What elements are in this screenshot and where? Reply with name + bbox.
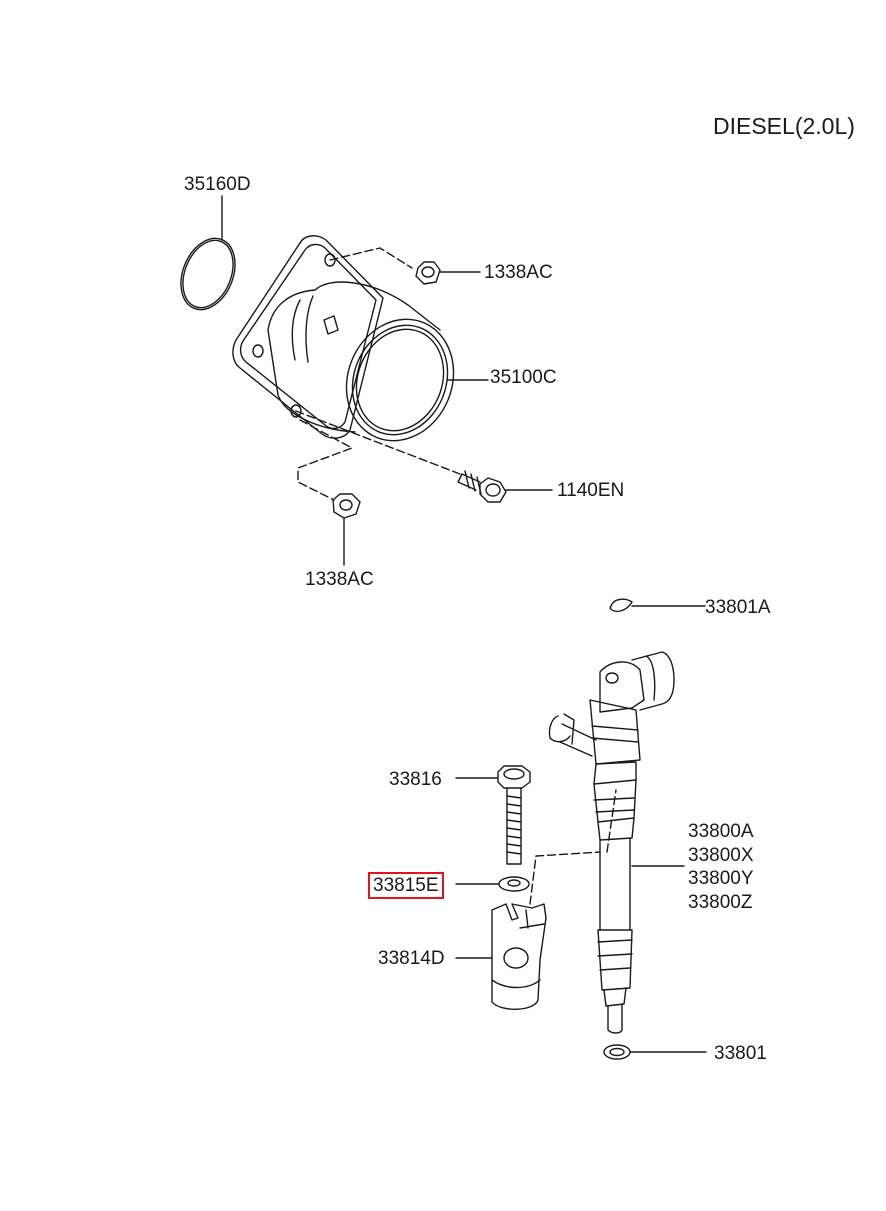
part-label-clamp[interactable]: 33814D xyxy=(378,948,445,969)
injector-drawing xyxy=(548,651,685,1034)
nut-bottom-drawing xyxy=(297,419,361,566)
injector-code-x: 33800X xyxy=(688,844,754,866)
part-label-nut-top[interactable]: 1338AC xyxy=(484,262,553,283)
part-label-pump[interactable]: 35100C xyxy=(490,367,557,388)
pump-drawing xyxy=(232,235,489,442)
part-label-bolt[interactable]: 1140EN xyxy=(557,480,625,501)
injector-code-a: 33800A xyxy=(688,821,754,842)
clip-drawing xyxy=(609,598,706,613)
injector-code-z: 33800Z xyxy=(688,891,753,913)
injector-code-y: 33800Y xyxy=(688,868,754,889)
part-label-washer-highlighted[interactable]: 33815E xyxy=(368,872,444,899)
oring-drawing xyxy=(180,195,236,311)
engine-label: DIESEL(2.0L) xyxy=(713,113,855,139)
part-label-clip[interactable]: 33801A xyxy=(705,597,771,618)
part-label-nut-bottom[interactable]: 1338AC xyxy=(305,569,374,590)
bolt-drawing xyxy=(295,410,553,503)
part-label-seal-washer[interactable]: 33801 xyxy=(714,1043,767,1064)
clamp-drawing xyxy=(455,789,617,1010)
washer-drawing xyxy=(455,876,530,892)
part-label-clamp-bolt[interactable]: 33816 xyxy=(389,769,442,790)
clamp-bolt-drawing xyxy=(455,765,531,865)
seal-washer-drawing xyxy=(603,1044,707,1060)
nut-top-drawing xyxy=(329,247,481,285)
part-label-oring[interactable]: 35160D xyxy=(184,174,251,195)
part-label-injector[interactable]: 33800A 33800X 33800Y 33800Z xyxy=(688,820,754,914)
